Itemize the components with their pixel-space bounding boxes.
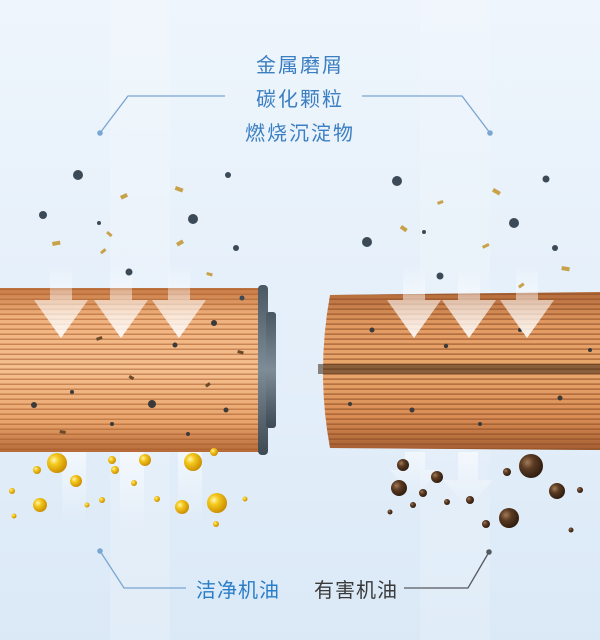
top-right-dot — [487, 130, 493, 136]
clean-oil-label: 洁净机油 — [196, 578, 280, 602]
top-connector-lines — [99, 95, 491, 134]
contaminant-list: 金属磨屑 碳化颗粒 燃烧沉淀物 — [0, 48, 600, 150]
contaminant-metal-debris: 金属磨屑 — [256, 53, 344, 77]
harmful-oil-label: 有害机油 — [314, 578, 398, 602]
bottom-left-dot — [97, 548, 103, 554]
flow-arrows-left — [34, 265, 206, 338]
top-left-dot — [97, 130, 103, 136]
contaminant-particles — [39, 170, 558, 301]
clean-oil-droplets — [9, 448, 248, 527]
contaminant-carbon-particles: 碳化颗粒 — [256, 87, 344, 111]
bottom-right-dot — [486, 549, 492, 555]
left-filter-cartridge — [0, 285, 276, 455]
dirty-oil-droplets — [387, 454, 583, 533]
contaminant-combustion-deposits: 燃烧沉淀物 — [245, 121, 355, 145]
bottom-connector-lines — [99, 550, 490, 589]
flow-arrows-right — [387, 265, 554, 338]
metal-flakes — [52, 186, 570, 289]
